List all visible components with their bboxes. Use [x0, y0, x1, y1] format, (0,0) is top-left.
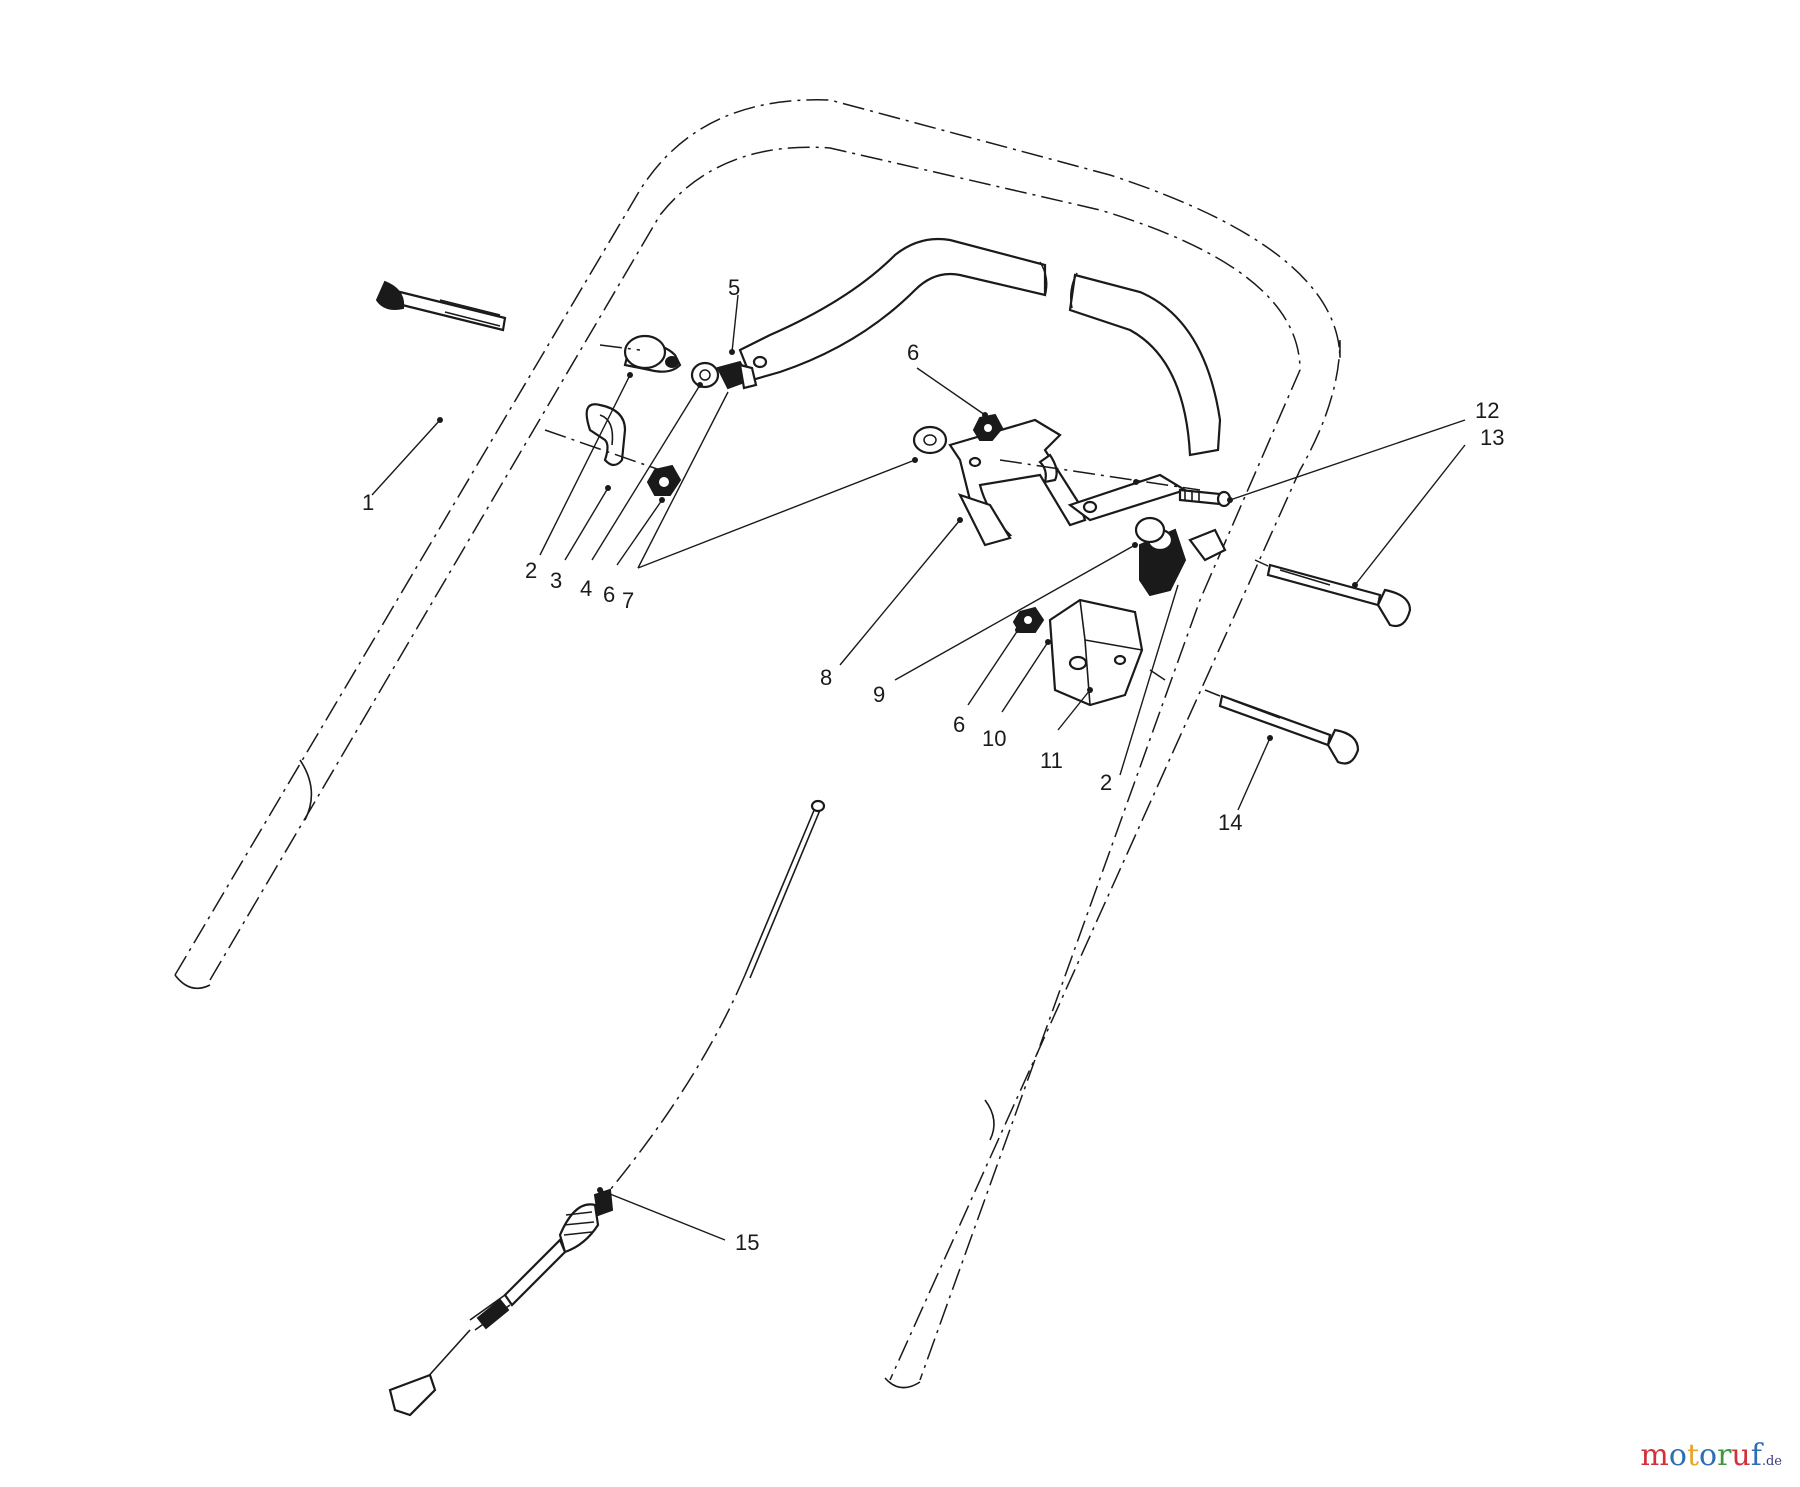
- latch-cam: [1134, 516, 1227, 597]
- callout-6: 6: [603, 582, 615, 607]
- callout-9: 9: [873, 682, 885, 707]
- watermark-letter: u: [1731, 1438, 1751, 1473]
- callout-6-upper: 6: [907, 340, 919, 365]
- handle-frame: [174, 99, 1341, 1389]
- carriage-bolts: [1204, 559, 1412, 765]
- left-hardware: [375, 280, 1201, 681]
- watermark-suffix: .de: [1761, 1454, 1782, 1469]
- pivot-block: [1048, 598, 1144, 707]
- control-bail: [738, 237, 1222, 457]
- callout-4: 4: [580, 576, 592, 601]
- callout-14: 14: [1218, 810, 1242, 835]
- callout-8: 8: [820, 665, 832, 690]
- callout-3: 3: [550, 568, 562, 593]
- leader-lines: [371, 294, 1466, 1241]
- callout-5: 5: [728, 275, 740, 300]
- callout-11: 11: [1040, 748, 1063, 773]
- control-cable: [388, 799, 826, 1417]
- callout-10: 10: [982, 726, 1006, 751]
- callout-1: 1: [362, 490, 374, 515]
- callout-2-right: 2: [1100, 770, 1112, 795]
- watermark-letter: t: [1686, 1438, 1699, 1473]
- watermark-letter: o: [1699, 1438, 1718, 1473]
- screw-12: [1178, 488, 1232, 508]
- callout-12: 12: [1475, 398, 1499, 423]
- callout-labels: 1 2 3 4 6 7 5 6 8 9 6 10 11 2 12 13 14 1…: [362, 275, 1504, 1255]
- watermark-letter: f: [1750, 1438, 1762, 1473]
- callout-2: 2: [525, 558, 537, 583]
- bracket-plate: [948, 418, 1087, 547]
- motoruf-watermark-logo: motoruf.de: [1640, 1438, 1782, 1473]
- watermark-letter: o: [1668, 1438, 1687, 1473]
- callout-15: 15: [735, 1230, 759, 1255]
- callout-13: 13: [1480, 425, 1504, 450]
- watermark-letter: r: [1717, 1438, 1732, 1473]
- callout-7: 7: [622, 588, 634, 613]
- right-plate: [1067, 473, 1188, 522]
- watermark-letter: m: [1640, 1438, 1669, 1473]
- callout-6-lower: 6: [953, 712, 965, 737]
